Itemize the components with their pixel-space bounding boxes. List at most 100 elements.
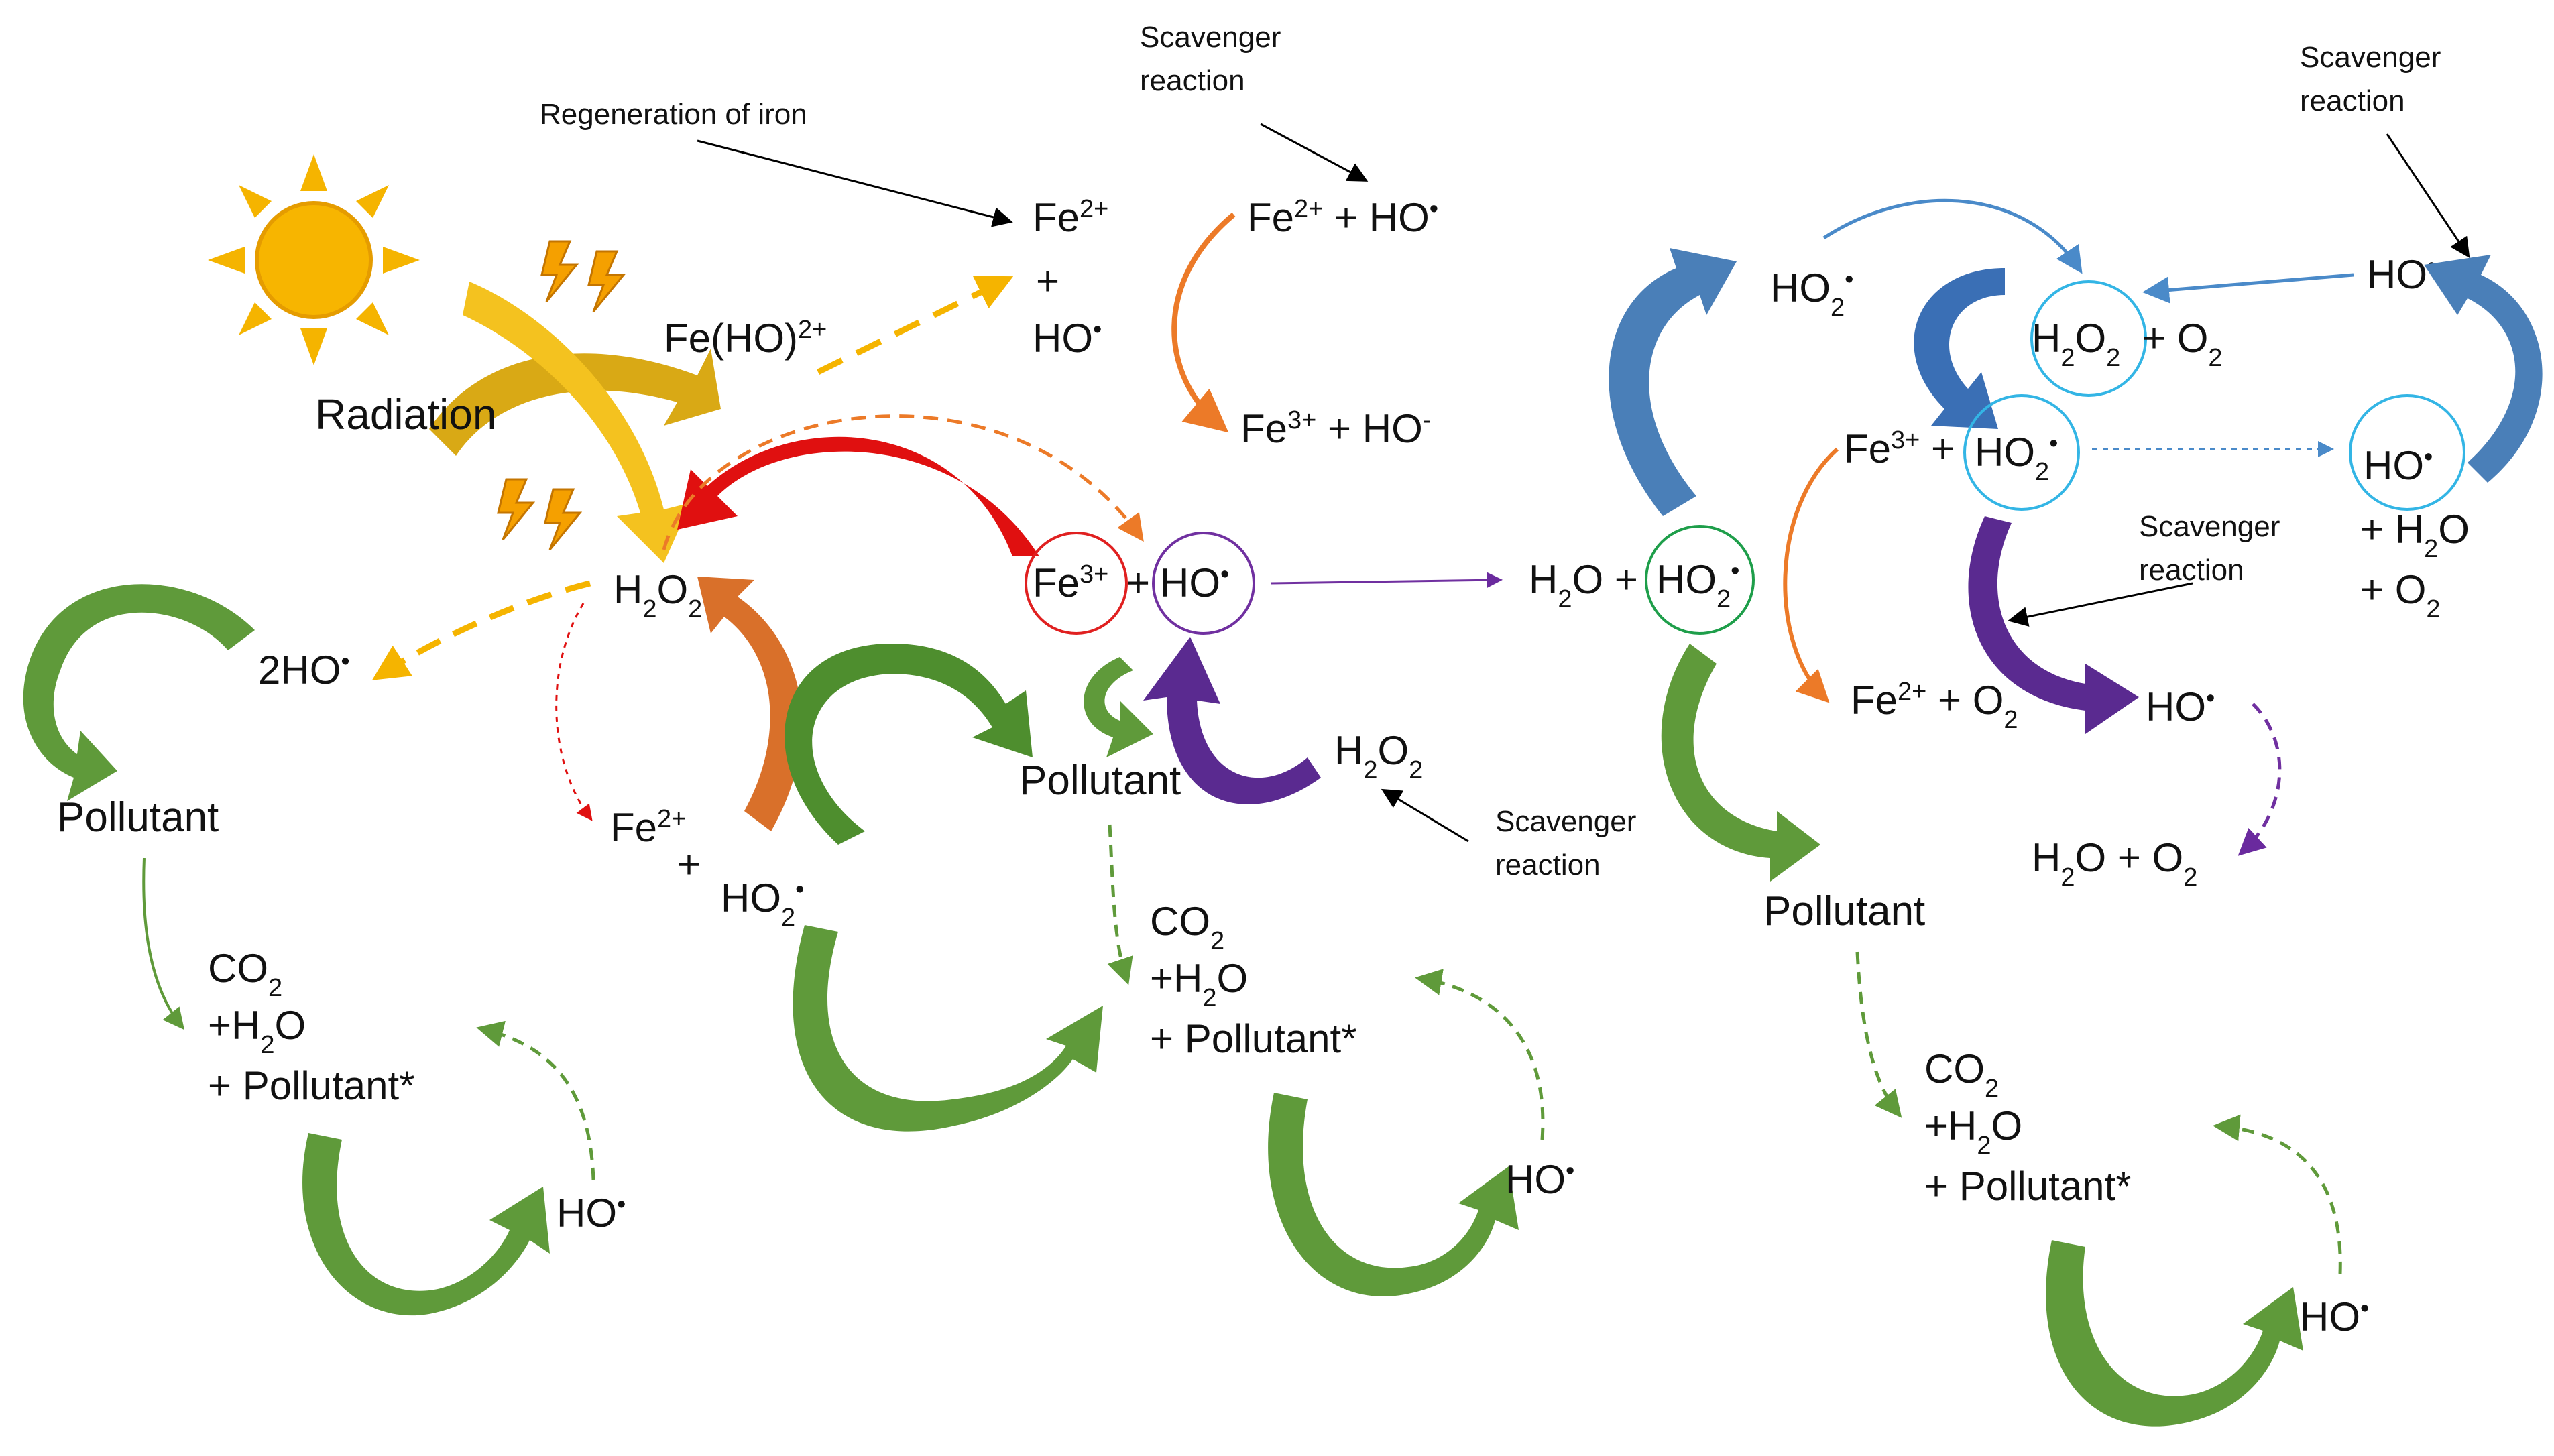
ho-in-blue-circle: HO•: [2364, 443, 2433, 488]
fe2-mid: Fe2+: [610, 805, 686, 850]
h2o2-centre: H2O2: [614, 567, 702, 623]
ho2-in-green-circle: HO2•: [1656, 557, 1739, 613]
blue-arrow-up-left: [1609, 248, 1737, 516]
h2o2-right-centre: H2O2: [1334, 728, 1423, 784]
scavenger-mid-line1: Scavenger: [1495, 805, 1636, 838]
scavenger-topright-line2: reaction: [2300, 84, 2405, 117]
plus-between-circles: +: [1126, 560, 1150, 605]
blue-arrow-curl: [1914, 268, 2005, 429]
ho2-top-right: HO2•: [1770, 265, 1853, 322]
ho-centre-return-arrow: [1415, 969, 1545, 1140]
green-arrow-ho-pollutant: [1084, 657, 1153, 757]
fe3-to-fe2-right-curve: [1783, 447, 1839, 703]
scavenger-mid-line2: reaction: [1495, 849, 1601, 882]
h2o2-to-2ho-arrow: [371, 580, 591, 680]
pollutant-left-down-arrow: [142, 857, 184, 1030]
radiation-arrow-to-h2o2: [463, 282, 691, 563]
fe3-hominus-pair: Fe3+ + HO-: [1240, 406, 1431, 451]
h2o2-to-fe2-dotted: [555, 603, 593, 821]
green-arrow-right-top: [1661, 644, 1820, 882]
fe3-right: Fe3+ +: [1844, 426, 1955, 471]
ho-left-return-arrow: [476, 1020, 595, 1180]
scavenger-right-line2: reaction: [2139, 554, 2244, 587]
ho2-to-h2o2-blue-arrow: [1822, 198, 2083, 274]
lightning-icon: [497, 240, 626, 550]
ho-top-right: HO•: [2367, 252, 2436, 297]
ho-right-bottom: HO•: [2300, 1294, 2369, 1339]
scavenger-top-line1: Scavenger: [1140, 21, 1281, 54]
green-arrow-centre-bottom: [793, 925, 1103, 1132]
h2o2-in-blue-circle: H2O2: [2032, 316, 2120, 372]
scavenger-topright-arrow: [2386, 133, 2470, 258]
h2o2-blue-circle: [2030, 280, 2147, 397]
water-centre: +H2O: [1150, 956, 1248, 1012]
plus-water-right: + H2O: [2360, 507, 2470, 563]
purple-scavenger-arrow: [1143, 637, 1321, 804]
fe2-o2-right: Fe2+ + O2: [1851, 678, 2018, 734]
purple-arrow-right: [1968, 516, 2139, 734]
regeneration-label: Regeneration of iron: [540, 98, 807, 131]
plus-o2-right: + O2: [2360, 567, 2441, 623]
radiation-arrow-to-complex: [429, 349, 721, 456]
green-arrow-right-bottom: [2046, 1240, 2303, 1427]
red-regeneration-arrow: [677, 436, 1039, 556]
water-o2-right: H2O + O2: [2032, 835, 2197, 892]
ho-centre-bottom: HO•: [1505, 1157, 1574, 1202]
regeneration-arrow: [697, 139, 1013, 227]
plus-o2-top: + O2: [2142, 316, 2223, 372]
scavenger-right-line1: Scavenger: [2139, 510, 2280, 543]
pollutant-right-down-arrow: [1855, 951, 1902, 1118]
blue-arrow-right-side: [2424, 255, 2543, 483]
pollutant-star-right: + Pollutant*: [1924, 1164, 2132, 1209]
pollutant-centre-down-arrow: [1107, 824, 1133, 985]
ho2-blue-circle: [1963, 394, 2080, 511]
fe3-circle: [1025, 532, 1128, 635]
plus-mid: +: [677, 842, 701, 887]
radiation-label: Radiation: [315, 390, 496, 438]
pollutant-right: Pollutant: [1763, 888, 1925, 934]
fe-ho-complex: Fe(HO)2+: [664, 316, 827, 361]
ho-circle: [1152, 532, 1255, 635]
ho-left-bottom: HO•: [557, 1191, 626, 1235]
pollutant-star-left: + Pollutant*: [208, 1063, 415, 1108]
scavenger-topright-line1: Scavenger: [2300, 41, 2441, 74]
green-arrow-centre-top: [785, 644, 1033, 845]
pollutant-star-centre: + Pollutant*: [1150, 1016, 1357, 1061]
pollutant-centre: Pollutant: [1019, 757, 1181, 804]
co2-centre: CO2: [1150, 899, 1224, 955]
ho2-green-circle: [1645, 525, 1755, 635]
ho-to-water-arrow: [1270, 572, 1503, 589]
water-left: +H2O: [208, 1003, 306, 1059]
green-arrow-centre-lower: [1268, 1093, 1519, 1297]
green-arrow-left-bottom: [302, 1133, 550, 1316]
ho-right-purple: HO•: [2146, 684, 2215, 729]
co2-right: CO2: [1924, 1046, 1999, 1103]
scavenger-top-line2: reaction: [1140, 64, 1245, 97]
ho-in-circle: HO•: [1160, 560, 1229, 605]
green-arrow-left-top: [23, 584, 255, 801]
scavenger-top-curve: [1171, 212, 1236, 433]
complex-to-fe2-arrow: [817, 276, 1014, 375]
ho-to-h2o2-blue-arrow: [2142, 273, 2354, 304]
sun-icon: [208, 154, 420, 365]
fe2-top: Fe2+: [1033, 195, 1108, 240]
scavenger-mid-arrow: [1381, 788, 1469, 843]
ho2-in-blue-circle: HO2•: [1975, 430, 2058, 486]
fe3-in-circle: Fe3+: [1033, 560, 1108, 605]
fe2-to-h2o2-arrow: [697, 577, 802, 831]
co2-left: CO2: [208, 946, 282, 1002]
ho-top: HO•: [1033, 316, 1102, 361]
pollutant-left: Pollutant: [57, 794, 219, 841]
water-plus: H2O +: [1529, 557, 1638, 613]
fe2-ho-pair: Fe2+ + HO•: [1247, 195, 1438, 240]
two-ho: 2HO•: [258, 648, 350, 692]
water-right: +H2O: [1924, 1103, 2022, 1160]
ho-to-water-o2-dashed: [2238, 703, 2282, 856]
ho-blue-circle: [2349, 394, 2465, 511]
scavenger-top-arrow: [1260, 123, 1369, 182]
scavenger-right-arrow: [2008, 582, 2193, 627]
h2o2-to-ho-dashed: [662, 414, 1144, 550]
ho2-mid: HO2•: [721, 875, 804, 932]
plus-top: +: [1036, 259, 1059, 304]
